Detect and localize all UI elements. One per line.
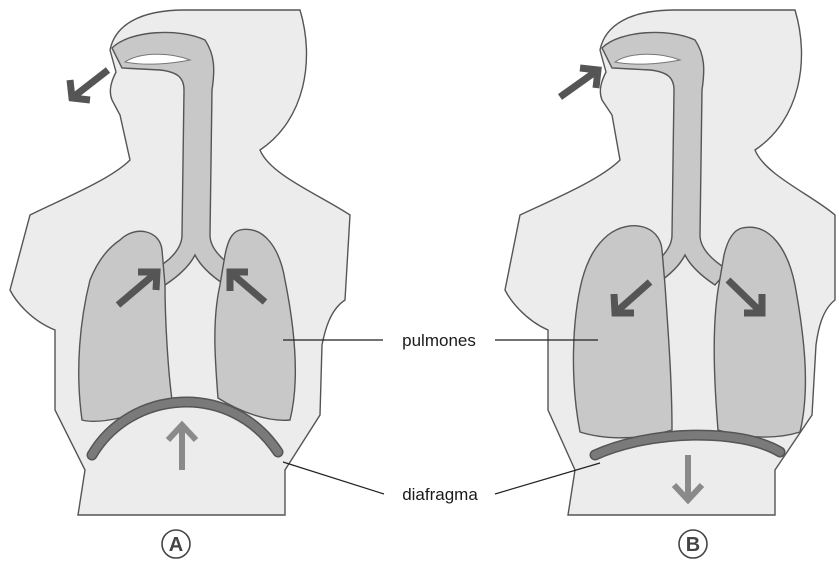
- panel-letter: B: [686, 534, 700, 556]
- panel-b: B: [505, 10, 835, 558]
- label-diaphragm: diafragma: [283, 462, 600, 504]
- panel-a: A: [10, 10, 350, 558]
- diaphragm-label: diafragma: [402, 485, 478, 504]
- leader-line: [283, 462, 384, 494]
- panel-letter: A: [169, 534, 183, 556]
- lungs-label: pulmones: [402, 331, 476, 350]
- arrow-icon: [560, 68, 598, 97]
- arrow-icon: [70, 70, 108, 100]
